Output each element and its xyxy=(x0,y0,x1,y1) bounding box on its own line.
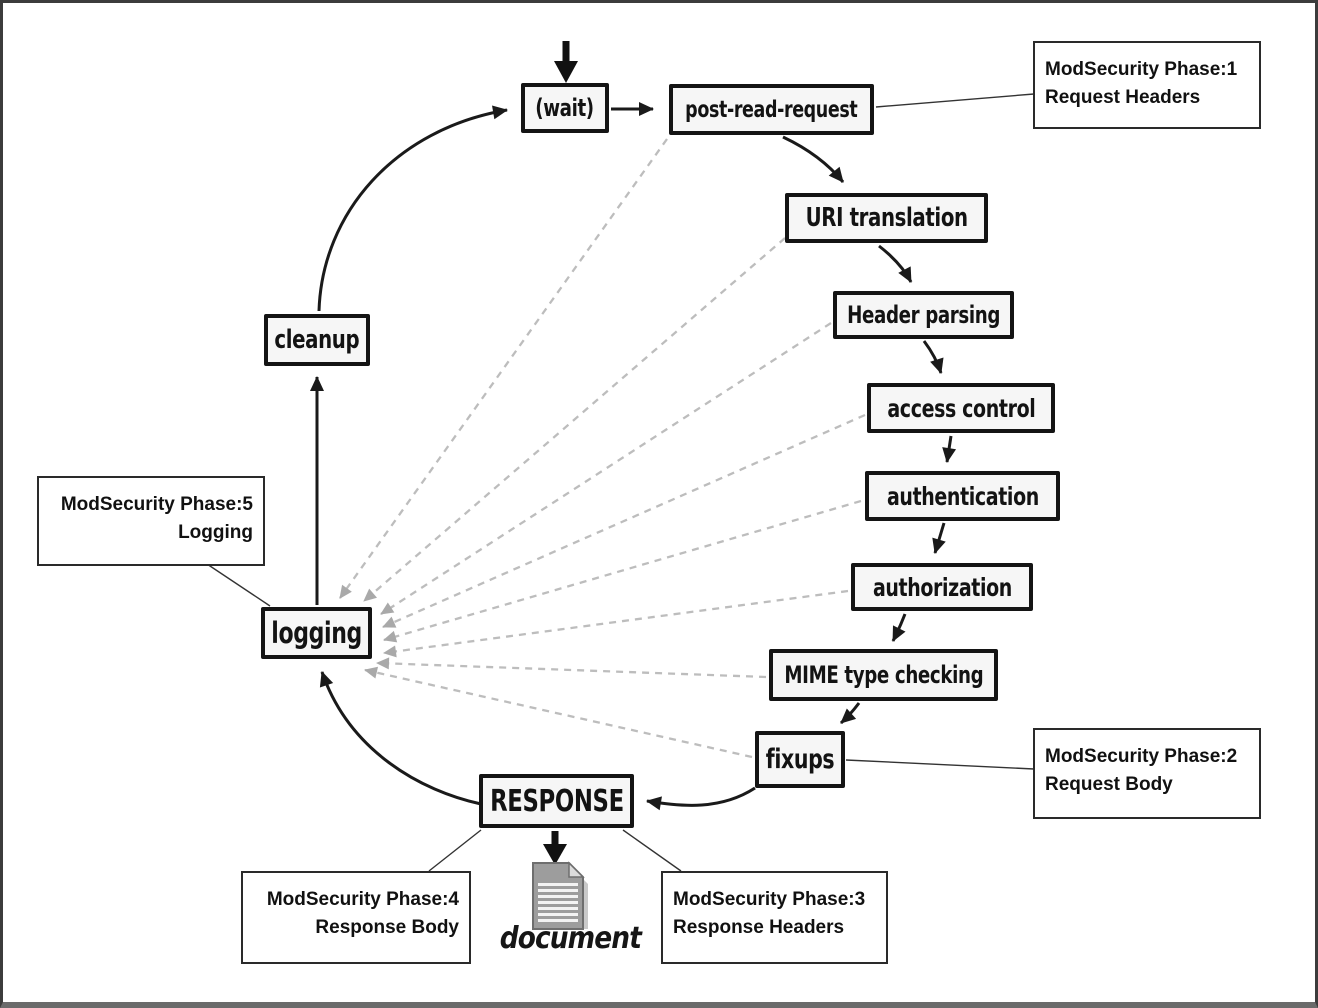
arrow-mime-to-fixups xyxy=(840,702,861,725)
leader-phase5 xyxy=(206,563,271,607)
node-authentication: authentication xyxy=(865,471,1060,521)
node-response: RESPONSE xyxy=(479,774,634,828)
callout-modsecurity-phase-2: ModSecurity Phase:2 Request Body xyxy=(1033,728,1261,819)
callout-phase-2-line2: Request Body xyxy=(1045,774,1173,795)
node-post-read-request: post-read-request xyxy=(669,84,874,135)
callout-phase-3-line2: Response Headers xyxy=(673,917,845,938)
dashed-uri-translation-to-logging xyxy=(363,237,786,602)
callout-modsecurity-phase-5: ModSecurity Phase:5 Logging xyxy=(37,476,265,566)
node-cleanup: cleanup xyxy=(264,314,370,366)
callout-modsecurity-phase-1: ModSecurity Phase:1 Request Headers xyxy=(1033,41,1261,129)
node-response-label: RESPONSE xyxy=(489,783,624,819)
arrow-uri-to-header-parsing xyxy=(878,244,913,283)
callout-modsecurity-phase-3: ModSecurity Phase:3 Response Headers xyxy=(661,871,888,964)
dashed-mime-to-logging xyxy=(376,657,767,679)
callout-phase-4-line1: ModSecurity Phase:4 xyxy=(266,889,459,910)
callout-phase-5-line1: ModSecurity Phase:5 xyxy=(60,494,253,515)
node-mime-type-checking: MIME type checking xyxy=(769,649,998,701)
node-wait: (wait) xyxy=(521,83,609,133)
node-fixups-label: fixups xyxy=(765,744,835,775)
node-logging: logging xyxy=(261,607,372,659)
leader-phase3 xyxy=(622,829,682,872)
callout-phase-4-line2: Response Body xyxy=(315,917,459,938)
node-cleanup-label: cleanup xyxy=(274,325,360,355)
callout-phase-5-line2: Logging xyxy=(178,522,253,543)
dashed-authentication-to-logging xyxy=(383,499,862,643)
node-post-read-request-label: post-read-request xyxy=(685,96,858,123)
node-authentication-label: authentication xyxy=(886,481,1039,511)
node-header-parsing: Header parsing xyxy=(833,291,1014,339)
dashed-post-read-request-to-logging xyxy=(339,138,668,599)
arrow-header-parsing-to-access xyxy=(922,340,944,374)
arrow-access-to-authentication xyxy=(942,435,957,463)
dashed-fixups-to-logging xyxy=(364,666,753,759)
node-header-parsing-label: Header parsing xyxy=(847,301,1000,329)
arrow-authentication-to-authorization xyxy=(932,522,946,554)
node-uri-translation: URI translation xyxy=(785,193,988,243)
node-uri-translation-label: URI translation xyxy=(805,203,968,233)
callout-phase-1-line1: ModSecurity Phase:1 xyxy=(1045,59,1238,80)
leader-phase1 xyxy=(875,93,1035,108)
node-authorization: authorization xyxy=(851,563,1033,611)
request-entry-arrow xyxy=(554,41,578,83)
document-label: document xyxy=(499,921,642,956)
node-access-control-label: access control xyxy=(886,393,1036,423)
dashed-header-parsing-to-logging xyxy=(380,322,832,615)
callout-phase-3-line1: ModSecurity Phase:3 xyxy=(673,889,866,910)
arrow-cleanup-to-wait xyxy=(317,105,508,312)
dashed-authorization-to-logging xyxy=(383,589,849,658)
node-logging-label: logging xyxy=(271,616,362,650)
arrow-authorization-to-mime xyxy=(891,613,907,642)
node-fixups: fixups xyxy=(755,731,845,788)
callout-phase-2-line1: ModSecurity Phase:2 xyxy=(1045,746,1238,767)
document-icon xyxy=(525,859,597,939)
arrow-post-read-request-to-uri xyxy=(782,135,845,183)
arrow-fixups-to-response xyxy=(646,786,756,811)
dashed-access-control-to-logging xyxy=(382,413,866,629)
arrow-response-to-logging xyxy=(319,671,482,806)
node-authorization-label: authorization xyxy=(872,572,1012,602)
leader-phase4 xyxy=(428,829,482,872)
node-access-control: access control xyxy=(867,383,1055,433)
callout-phase-1-line2: Request Headers xyxy=(1045,87,1201,108)
callout-modsecurity-phase-4: ModSecurity Phase:4 Response Body xyxy=(241,871,471,964)
leader-phase2 xyxy=(845,759,1035,770)
node-mime-type-checking-label: MIME type checking xyxy=(784,661,983,689)
node-wait-label: (wait) xyxy=(535,94,595,122)
